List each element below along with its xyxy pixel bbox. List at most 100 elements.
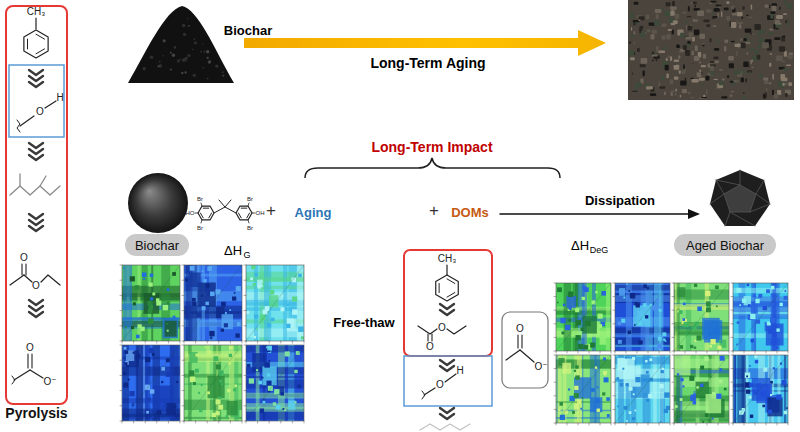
heatmap-cell <box>682 362 685 365</box>
axis-tick <box>611 351 612 353</box>
atom-label: H <box>56 93 63 103</box>
soil-grain <box>655 9 662 13</box>
heatmap-cell <box>276 405 281 410</box>
soil-grain <box>665 65 669 71</box>
axis-tick <box>182 325 184 326</box>
double-bond <box>247 213 250 218</box>
soil-grain <box>629 57 636 60</box>
axis-tick <box>120 390 122 391</box>
heatmap-cell <box>629 411 632 414</box>
heatmap-cell <box>273 402 276 405</box>
soil-grain <box>724 40 728 43</box>
heatmap-cell <box>216 364 221 369</box>
axis-tick <box>777 423 778 425</box>
axis-tick <box>731 409 733 410</box>
soil-grain <box>769 53 772 55</box>
chevron-arrow <box>29 149 43 154</box>
soil-grain <box>685 37 691 40</box>
heatmap-cell <box>677 373 679 375</box>
heatmap-band <box>556 401 611 403</box>
heatmap-cell <box>585 321 590 326</box>
heatmap-band <box>246 277 304 282</box>
axis-tick <box>554 351 556 352</box>
char-grain <box>159 61 160 62</box>
axis-tick <box>729 423 730 425</box>
heatmap-cell <box>635 377 640 382</box>
heatmap-cell <box>770 381 773 384</box>
heatmap-block <box>287 318 297 331</box>
axis-tick <box>292 341 293 343</box>
soil-grain <box>737 20 738 22</box>
heatmap-cell <box>572 411 575 414</box>
axis-tick <box>672 310 674 311</box>
heatmap-cell <box>580 328 583 331</box>
heatmap-cell <box>267 323 271 327</box>
soil-grain <box>666 34 670 40</box>
heatmap-cell <box>254 314 258 318</box>
soil-grain <box>656 46 659 52</box>
soil-grain <box>683 64 685 69</box>
soil-grain <box>754 24 760 30</box>
soil-grain <box>694 29 700 35</box>
char-grain <box>170 68 172 70</box>
polyhedron-edge <box>750 204 770 212</box>
soil-grain <box>633 22 635 25</box>
soil-grain <box>675 88 677 91</box>
axis-tick <box>589 351 590 353</box>
soil-grain <box>670 79 674 84</box>
soil-grain <box>714 48 719 51</box>
soil-grain <box>697 11 704 16</box>
soil-grain <box>676 45 680 48</box>
soil-grain <box>671 92 673 96</box>
chevron-arrow <box>29 220 43 225</box>
soil-grain <box>697 72 702 77</box>
soil-grain <box>711 25 713 26</box>
soil-grain <box>683 45 687 50</box>
heatmap-cell <box>714 329 719 334</box>
heatmap <box>733 283 788 351</box>
heatmap-cell <box>643 303 647 307</box>
soil-grain <box>783 35 786 37</box>
soil-grain <box>750 48 756 50</box>
soil-grain <box>780 74 785 80</box>
axis-tick <box>613 395 615 396</box>
axis-tick <box>672 395 674 396</box>
soil-grain <box>699 69 701 72</box>
alkane-chain <box>420 424 470 430</box>
bond-line <box>20 116 34 126</box>
soil-grain <box>787 21 789 26</box>
heatmap-frame <box>615 355 670 423</box>
process-label: Dissipation <box>585 194 655 207</box>
heatmap-cell <box>281 295 283 297</box>
heatmap-block <box>269 295 278 307</box>
soil-grain <box>685 50 686 52</box>
highlight-box <box>404 356 492 406</box>
heatmap-frame <box>556 355 611 423</box>
axis-tick <box>637 423 638 425</box>
axis-tick <box>731 337 733 338</box>
chevron-arrow <box>29 82 43 87</box>
heatmap-cell <box>784 296 788 300</box>
bond-line <box>418 326 437 334</box>
soil-grain <box>731 41 735 42</box>
heatmap-cell <box>166 372 171 377</box>
soil-grain <box>729 63 734 68</box>
heatmap-cell <box>719 368 722 371</box>
heatmap-cell <box>267 373 270 376</box>
heatmap-band <box>594 355 600 423</box>
axis-tick <box>184 421 185 423</box>
plus-sign: + <box>429 202 439 219</box>
heatmap-cell <box>237 322 241 326</box>
chevron-arrow <box>29 143 43 148</box>
heatmap-cell <box>697 307 702 312</box>
heatmap-cell <box>148 309 153 314</box>
soil-grain <box>632 73 633 75</box>
char-grain <box>183 33 186 36</box>
heatmap-block <box>590 397 602 412</box>
char-grain <box>222 71 224 73</box>
axis-tick <box>731 351 733 352</box>
heatmap-cell <box>229 354 232 357</box>
heatmap-cell <box>123 372 126 375</box>
heatmap-band <box>734 355 736 423</box>
